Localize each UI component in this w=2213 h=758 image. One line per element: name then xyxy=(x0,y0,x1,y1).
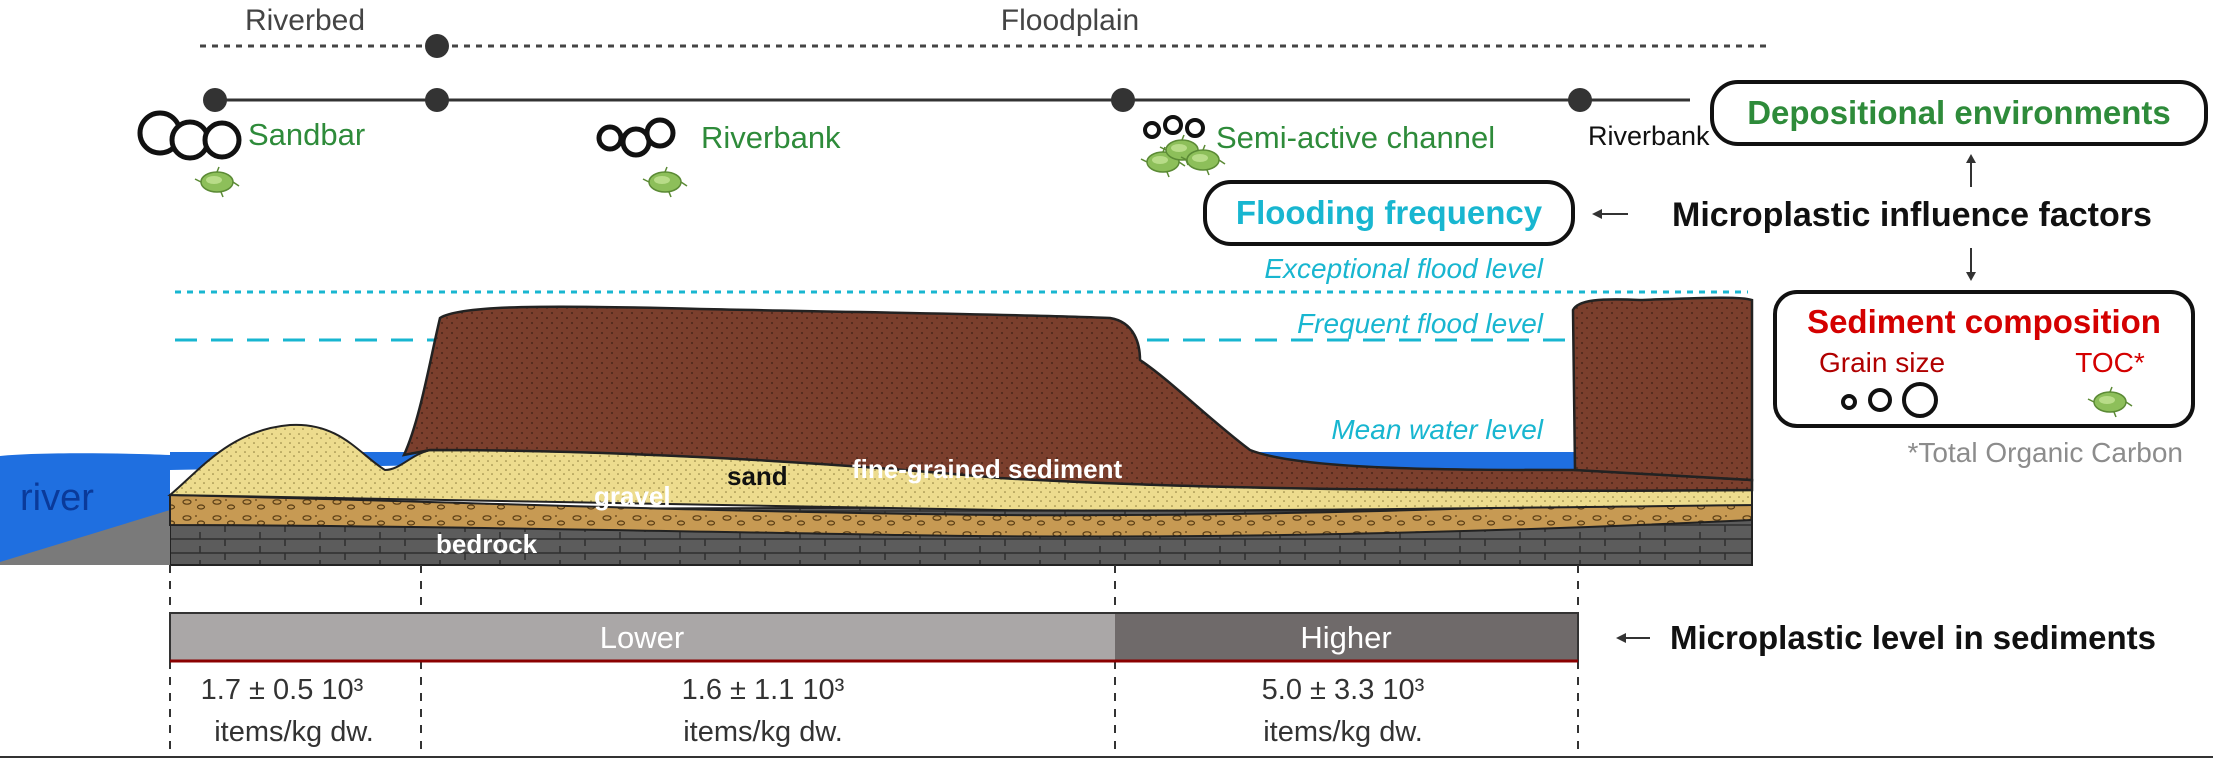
stat-unit: items/kg dw. xyxy=(683,716,843,748)
riverbank-label: Riverbank xyxy=(701,120,841,155)
microplastic-particle-icon xyxy=(644,117,676,149)
fine-sediment-left xyxy=(401,305,1754,492)
exceptional-flood-level-label: Exceptional flood level xyxy=(1264,253,1543,284)
riverbed-label: Riverbed xyxy=(245,4,365,37)
depositional-environments-label: Depositional environments xyxy=(1747,94,2171,131)
higher-level-bar xyxy=(1115,613,1578,661)
env-dot xyxy=(425,88,449,112)
stat-unit: items/kg dw. xyxy=(1263,716,1423,748)
env-dot xyxy=(1568,88,1592,112)
higher-level-label: Higher xyxy=(1300,620,1391,655)
env-dot xyxy=(203,88,227,112)
bedrock-edge xyxy=(0,510,170,565)
level-arrow-icon xyxy=(1616,633,1626,643)
mean-water-level-label: Mean water level xyxy=(1331,414,1543,445)
frequent-flood-level-label: Frequent flood level xyxy=(1297,308,1544,339)
toc-label: TOC* xyxy=(2075,347,2145,378)
lower-level-label: Lower xyxy=(600,620,684,655)
river-label: river xyxy=(20,477,94,519)
sandbar-label: Sandbar xyxy=(248,117,365,152)
influence-factors-label: Microplastic influence factors xyxy=(1672,196,2152,234)
small-grain-icon xyxy=(1841,394,1857,410)
microbe-icon xyxy=(194,166,240,198)
fine-sediment-right xyxy=(1571,296,1754,482)
microplastic-particle-icon xyxy=(596,124,624,152)
medium-grain-icon xyxy=(1868,388,1892,412)
bedrock-label: bedrock xyxy=(436,529,538,559)
large-grain-icon xyxy=(1902,382,1938,418)
flooding-frequency-label: Flooding frequency xyxy=(1236,194,1543,231)
range-divider-dot xyxy=(425,34,449,58)
microplastic-level-label: Microplastic level in sediments xyxy=(1670,619,2156,656)
microplastic-particle-icon xyxy=(1185,118,1205,138)
left-arrow-icon xyxy=(1592,209,1602,219)
stat-value: 1.6 ± 1.1 10³ xyxy=(682,674,845,706)
microplastic-particle-icon xyxy=(1163,115,1183,135)
microbe-icon xyxy=(642,166,688,198)
up-arrow-icon xyxy=(1966,154,1976,163)
depositional-environments-box xyxy=(1710,80,2208,146)
stat-value: 1.7 ± 0.5 10³ xyxy=(201,674,364,706)
grain-size-label: Grain size xyxy=(1819,347,1945,378)
stat-value: 5.0 ± 3.3 10³ xyxy=(1262,674,1425,706)
flooding-frequency-box xyxy=(1203,180,1575,246)
toc-note: *Total Organic Carbon xyxy=(1908,437,2183,468)
sediment-composition-label: Sediment composition xyxy=(1807,303,2161,340)
down-arrow-icon xyxy=(1966,272,1976,281)
stat-unit: items/kg dw. xyxy=(214,716,374,748)
gravel-label: gravel xyxy=(594,481,671,511)
microplastic-particle-icon xyxy=(1143,121,1161,139)
lower-level-bar xyxy=(170,613,1115,661)
sand-label: sand xyxy=(727,461,788,491)
fine-grained-sediment-label: fine-grained sediment xyxy=(852,454,1122,484)
gravel-layer xyxy=(169,493,1753,538)
floodplain-label: Floodplain xyxy=(1001,4,1139,37)
semi-active-channel-label: Semi-active channel xyxy=(1216,120,1495,155)
riverbank-label-2: Riverbank xyxy=(1588,121,1710,151)
env-dot xyxy=(1111,88,1135,112)
microplastic-particle-icon xyxy=(202,120,242,160)
